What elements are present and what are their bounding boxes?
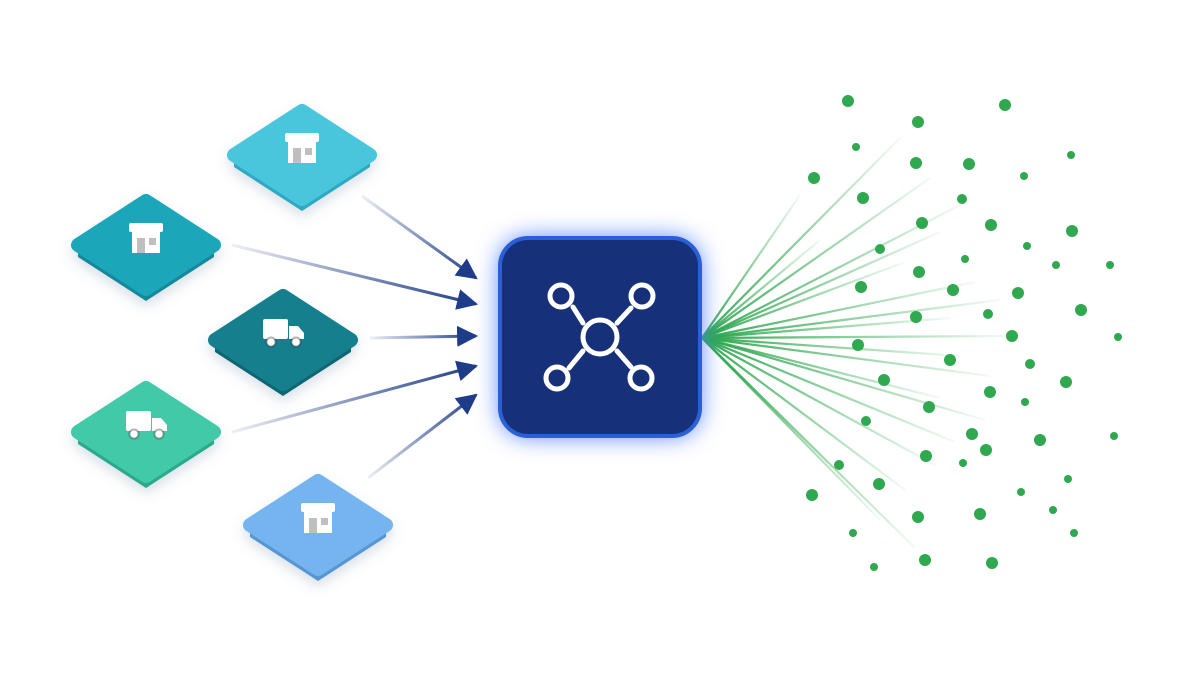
output-fanout <box>701 137 1011 549</box>
output-dot <box>1060 376 1072 388</box>
output-dot <box>875 244 885 254</box>
output-dot <box>1052 261 1060 269</box>
output-dot <box>852 143 860 151</box>
output-dot <box>919 554 931 566</box>
output-dot <box>999 99 1011 111</box>
source-tile-truck-2[interactable] <box>71 381 221 488</box>
input-arrow <box>369 325 479 347</box>
output-dot <box>878 374 890 386</box>
source-tile-store-2[interactable] <box>71 194 221 301</box>
input-arrow <box>231 360 479 434</box>
output-dot <box>1110 432 1118 440</box>
output-dot <box>923 401 935 413</box>
output-dot <box>1017 488 1025 496</box>
output-dot <box>857 192 869 204</box>
source-tile-store-3[interactable] <box>243 474 393 581</box>
output-line <box>701 298 1001 340</box>
output-line <box>701 194 801 339</box>
output-dot <box>983 309 993 319</box>
output-line <box>701 337 936 466</box>
output-line <box>701 336 961 358</box>
output-dot <box>1006 330 1018 342</box>
output-dot <box>910 157 922 169</box>
output-dot <box>912 511 924 523</box>
output-dot <box>1012 287 1024 299</box>
output-line <box>701 260 906 340</box>
output-line <box>701 204 961 339</box>
output-dot <box>985 219 997 231</box>
output-line <box>701 337 906 491</box>
output-dot <box>984 386 996 398</box>
output-dot <box>1067 151 1075 159</box>
output-dot <box>855 281 867 293</box>
output-dot <box>986 557 998 569</box>
source-tile-truck-1[interactable] <box>208 289 358 396</box>
output-dot <box>834 460 844 470</box>
output-dot <box>852 339 864 351</box>
output-dot <box>910 311 922 323</box>
input-arrow <box>231 243 479 310</box>
central-hub[interactable] <box>498 236 702 438</box>
output-dot <box>1075 304 1087 316</box>
output-dot <box>1070 529 1078 537</box>
output-dot <box>966 428 978 440</box>
output-dot <box>974 508 986 520</box>
output-line <box>701 177 931 339</box>
truck-icon <box>126 411 167 440</box>
output-dot <box>1106 261 1114 269</box>
output-dot <box>1034 434 1046 446</box>
output-line <box>701 336 991 378</box>
output-dot <box>944 354 956 366</box>
output-dot <box>806 489 818 501</box>
output-line <box>701 337 916 549</box>
source-tiles <box>71 104 393 581</box>
output-dot <box>1020 172 1028 180</box>
output-line <box>701 336 941 400</box>
network-hub-icon <box>543 282 656 392</box>
output-dot <box>963 158 975 170</box>
output-dot <box>1049 506 1057 514</box>
output-line <box>701 336 986 422</box>
output-dot <box>861 416 871 426</box>
output-dot <box>870 563 878 571</box>
output-line <box>701 336 956 444</box>
output-line <box>701 316 951 340</box>
output-dot <box>913 266 925 278</box>
output-dot <box>959 459 967 467</box>
output-dot <box>957 194 967 204</box>
store-icon <box>285 133 319 163</box>
output-dot <box>849 529 857 537</box>
output-line <box>701 334 1011 340</box>
store-icon <box>129 223 163 253</box>
input-arrow <box>367 393 478 480</box>
output-dot <box>920 450 932 462</box>
output-line <box>701 239 821 339</box>
output-dot <box>947 284 959 296</box>
output-line <box>701 280 976 340</box>
output-line <box>701 230 941 340</box>
output-dot <box>1064 475 1072 483</box>
output-line <box>701 137 901 339</box>
output-dot <box>916 217 928 229</box>
output-dot <box>1025 359 1035 369</box>
output-dot <box>873 478 885 490</box>
store-icon <box>301 503 335 533</box>
output-dot <box>1023 242 1031 250</box>
output-dot <box>961 255 969 263</box>
output-dot <box>1066 225 1078 237</box>
hub-box[interactable] <box>498 236 702 438</box>
output-dot <box>912 116 924 128</box>
output-dot <box>1021 398 1029 406</box>
source-tile-store-1[interactable] <box>227 104 377 211</box>
input-arrow <box>361 194 478 280</box>
output-dot <box>842 95 854 107</box>
output-dot <box>980 444 992 456</box>
truck-icon <box>263 319 304 348</box>
output-dot <box>1114 333 1122 341</box>
output-dot <box>808 172 820 184</box>
input-arrows <box>231 194 479 480</box>
output-dots <box>806 95 1122 571</box>
